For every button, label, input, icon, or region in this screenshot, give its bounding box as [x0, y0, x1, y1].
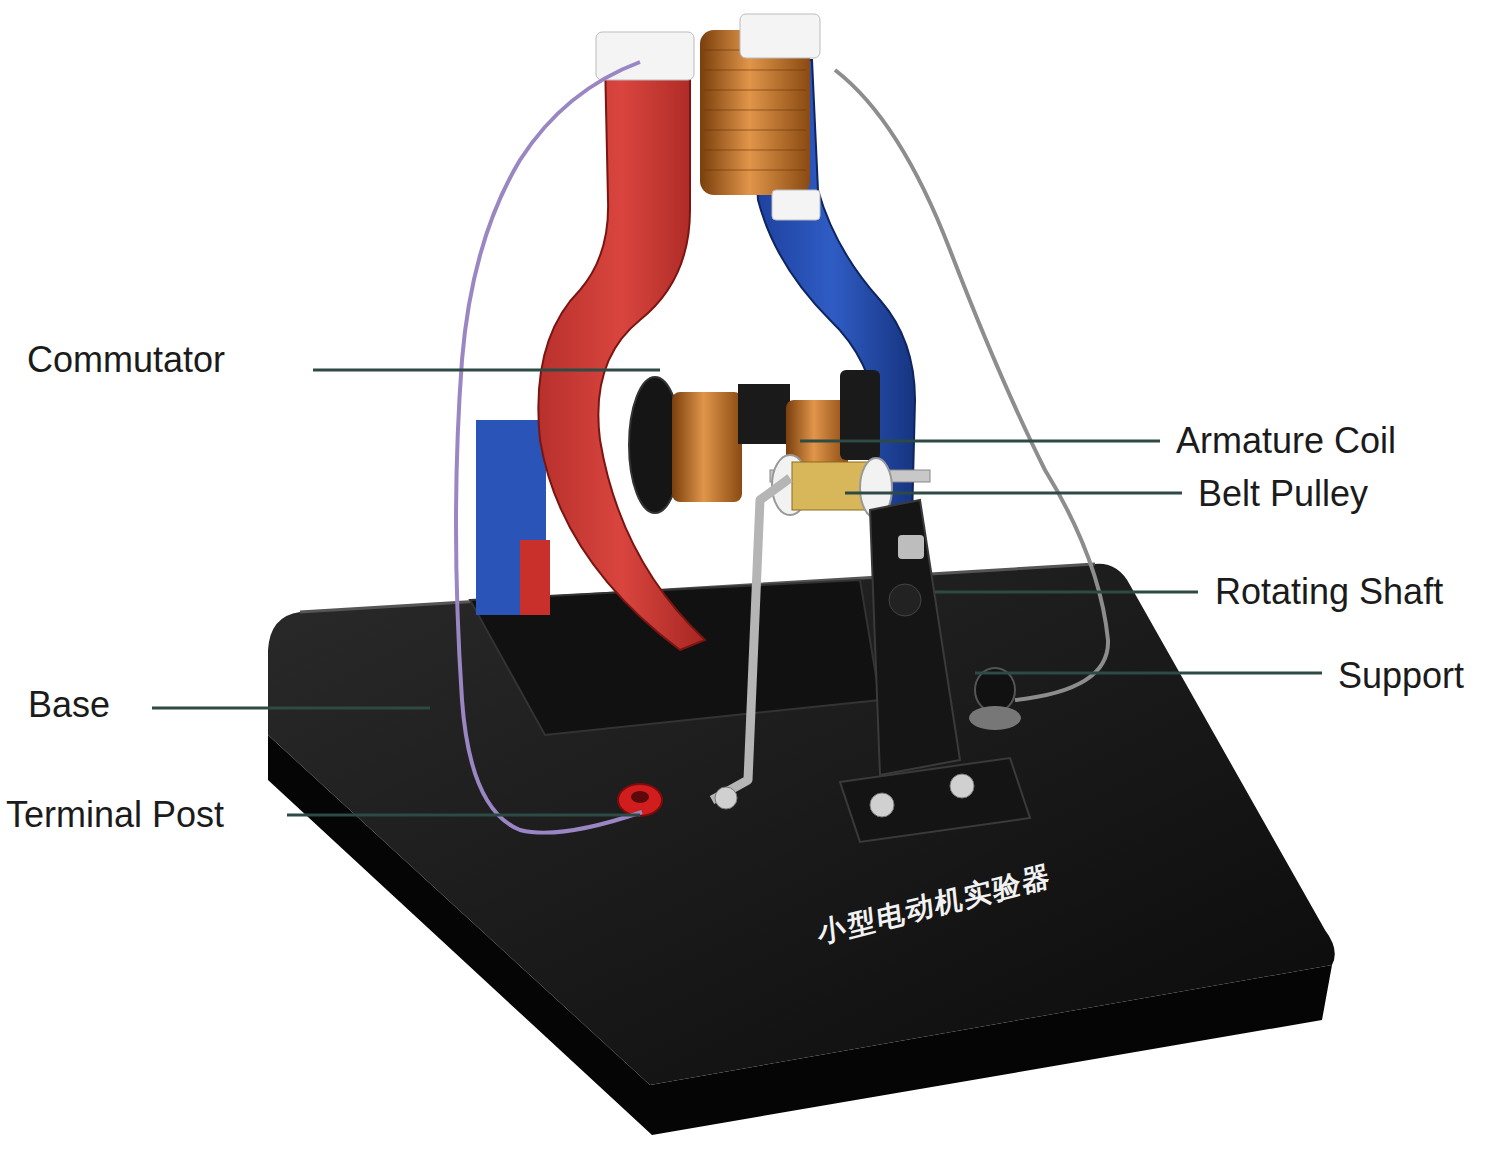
leader-line: [975, 672, 1322, 675]
part-label: Belt Pulley: [1198, 474, 1368, 514]
support-plate: [840, 758, 1030, 842]
leader-line: [152, 707, 430, 710]
grey-wire: [835, 70, 1108, 700]
armature-coil: [672, 392, 742, 502]
coil-clip: [740, 14, 820, 58]
brush-strip: [712, 478, 790, 800]
screw: [870, 793, 894, 817]
screw: [950, 774, 974, 798]
armature-end: [840, 370, 880, 460]
part-label: Rotating Shaft: [1215, 572, 1443, 612]
leader-line: [935, 591, 1198, 594]
part-label: Armature Coil: [1176, 421, 1396, 461]
part-label: Commutator: [27, 340, 225, 380]
coil-clip: [596, 32, 694, 80]
purple-wire: [456, 62, 642, 833]
leader-lines: [152, 370, 1322, 815]
leader-line: [845, 492, 1182, 495]
armature-core: [738, 384, 790, 444]
coil-windings: [704, 50, 806, 170]
base-top: [268, 564, 1335, 1085]
terminal-hole: [631, 791, 649, 803]
part-label: Terminal Post: [6, 795, 224, 835]
support-pin: [898, 535, 924, 559]
leader-line: [287, 814, 640, 817]
coil-clip: [772, 190, 820, 220]
support-hole: [889, 584, 921, 616]
terminal-nut: [969, 706, 1021, 730]
terminal-post-black: [975, 668, 1015, 712]
leader-line: [313, 369, 660, 372]
support-bracket: [870, 500, 960, 775]
screw: [715, 787, 737, 809]
part-label: Support: [1338, 656, 1464, 696]
magnet-red-block: [520, 540, 550, 615]
leader-line: [800, 440, 1160, 443]
part-label: Base: [28, 685, 110, 725]
magnet-red-arm: [538, 60, 705, 650]
